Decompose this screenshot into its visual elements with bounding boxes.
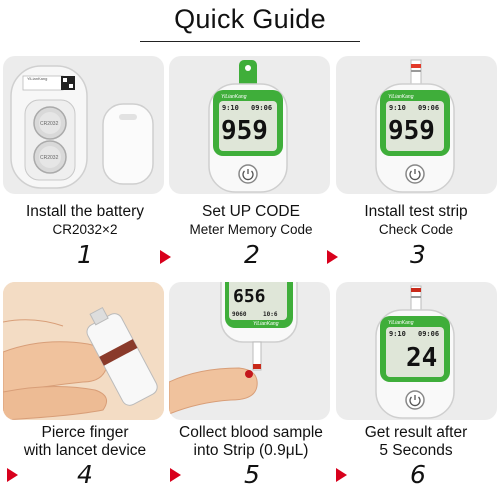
- lcd-upside-time: 9060: [232, 311, 247, 318]
- step-6-subcaption: 5 Seconds: [379, 442, 453, 459]
- lcd-upside-code: 656: [233, 286, 266, 307]
- step-3-caption: Install test strip: [364, 203, 468, 220]
- step-6-image: YiLianKang 9:10 09:06 24: [336, 282, 497, 420]
- meter-result-illustration: YiLianKang 9:10 09:06 24: [375, 285, 455, 419]
- meter-brand-label: YiLianKang: [221, 94, 247, 100]
- step-4-number: 4: [77, 460, 93, 489]
- blood-drop: [245, 370, 253, 378]
- cell-label-top: CR2032: [40, 121, 59, 127]
- step-3-image: YiLianKang 9:10 09:06 959: [336, 56, 497, 194]
- step-5-image: 656 9060 10:6 YiLianKang: [169, 282, 330, 420]
- battery-illustration: YiLianKang CR2032 CR2032: [10, 65, 154, 189]
- step-5-caption: Collect blood sample: [179, 424, 323, 441]
- back-label-brand: YiLianKang: [27, 76, 47, 81]
- meter-strip-illustration: YiLianKang 9:10 09:06 959: [375, 59, 455, 193]
- step-1-number: 1: [77, 240, 93, 269]
- step-5-number: 5: [244, 460, 260, 489]
- battery-cover: [102, 103, 154, 185]
- meter-brand-label: YiLianKang: [388, 94, 414, 100]
- step-2-arrow-icon: [160, 250, 171, 264]
- lcd-code-value: 959: [388, 116, 435, 146]
- lancet-finger-illustration: [3, 282, 164, 420]
- step-3-subcaption: Check Code: [378, 222, 454, 237]
- lcd-code-value: 959: [221, 116, 268, 146]
- step-4-caption: Pierce finger: [41, 424, 129, 441]
- cell-label-bottom: CR2032: [40, 155, 59, 161]
- collect-sample-illustration: 656 9060 10:6 YiLianKang: [169, 282, 298, 415]
- meter-brand-upside: YiLianKang: [253, 321, 279, 327]
- lcd-date: 09:06: [418, 330, 439, 338]
- step-4-subcaption: with lancet device: [23, 442, 147, 459]
- lcd-upside-date: 10:6: [263, 311, 278, 318]
- step-6-arrow-icon: [336, 468, 347, 482]
- lcd-result-value: 24: [406, 343, 437, 373]
- step-5-subcaption: into Strip (0.9μL): [193, 442, 309, 459]
- green-code-strip: [239, 60, 257, 90]
- step-6-caption: Get result after: [364, 424, 468, 441]
- lcd-time: 9:10: [389, 104, 406, 112]
- lcd-date: 09:06: [418, 104, 439, 112]
- meter-code-illustration: YiLianKang 9:10 09:06 959: [208, 60, 288, 193]
- lcd-date: 09:06: [251, 104, 272, 112]
- step-5-arrow-icon: [170, 468, 181, 482]
- step-3-number: 3: [410, 240, 426, 269]
- lcd-time: 9:10: [222, 104, 239, 112]
- step-6-number: 6: [410, 460, 426, 489]
- step-4-image: [3, 282, 164, 420]
- page-title: Quick Guide: [174, 4, 326, 34]
- meter-brand-label: YiLianKang: [388, 320, 414, 326]
- step-2-caption: Set UP CODE: [202, 203, 300, 220]
- step-2-subcaption: Meter Memory Code: [189, 222, 313, 237]
- step-2-image: YiLianKang 9:10 09:06 959: [169, 56, 330, 194]
- step-3-arrow-icon: [327, 250, 338, 264]
- step-1-subcaption: CR2032×2: [52, 222, 118, 237]
- step-1-image: YiLianKang CR2032 CR2032: [3, 56, 164, 194]
- step-1-caption: Install the battery: [25, 203, 145, 220]
- step-2-number: 2: [244, 240, 260, 269]
- step-4-arrow-icon: [7, 468, 18, 482]
- title-underline: [140, 41, 360, 42]
- lcd-time: 9:10: [389, 330, 406, 338]
